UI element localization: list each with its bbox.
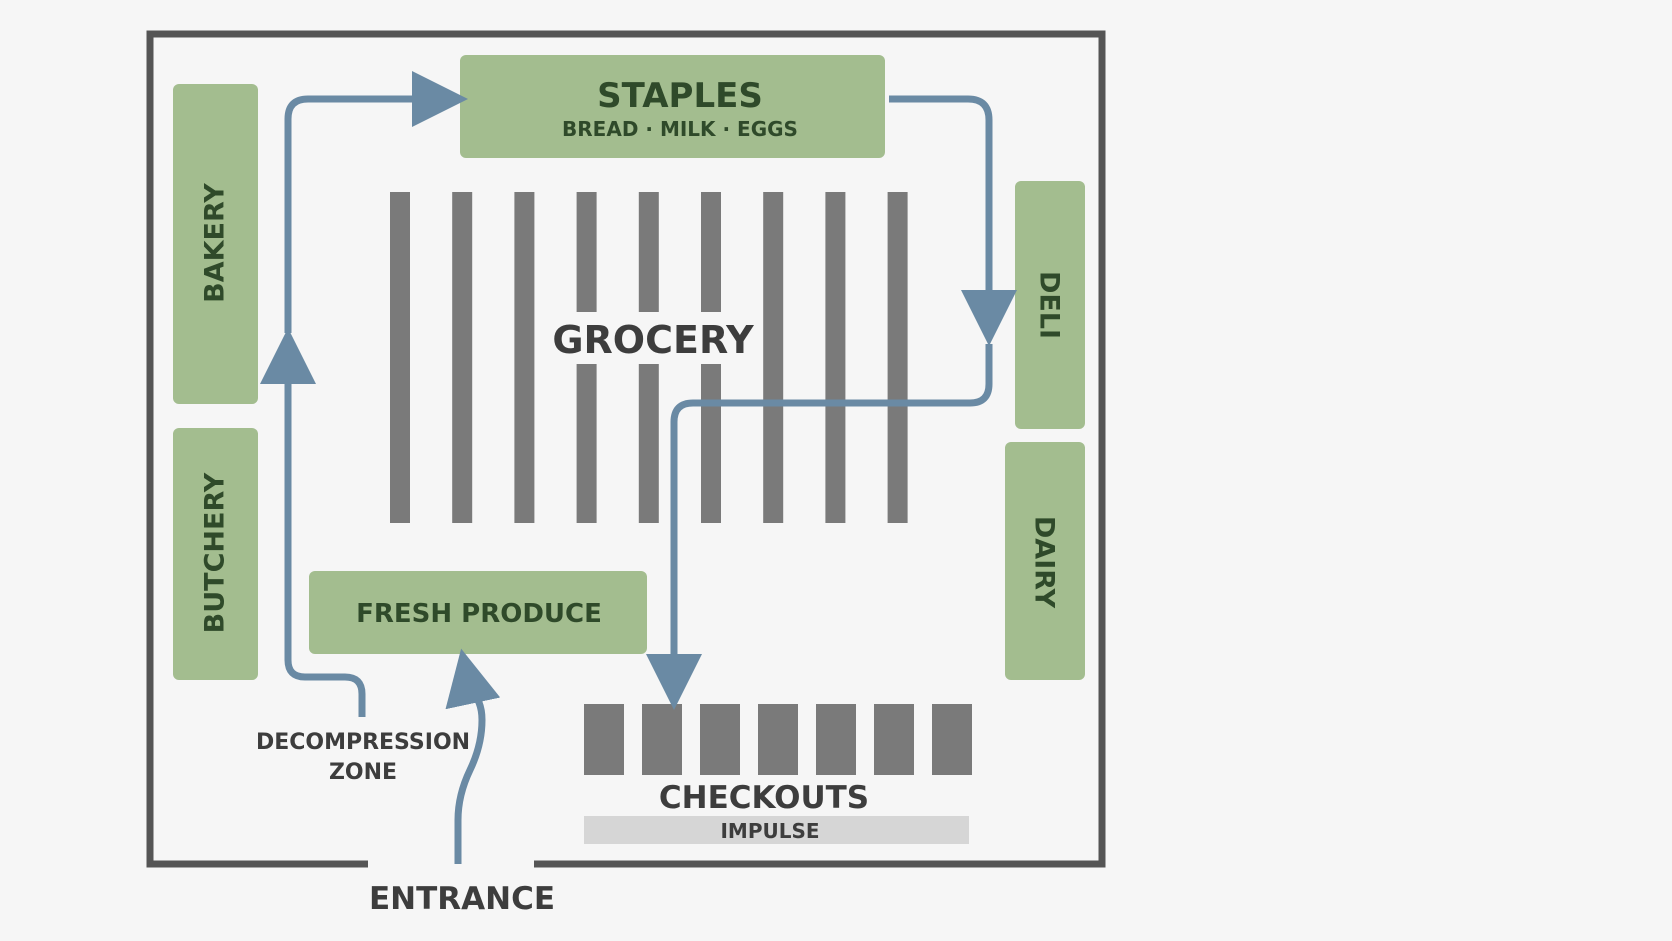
deli-title: DELI [1034, 271, 1065, 339]
flow-arrow-entrance-to-produce [445, 648, 501, 864]
customer-flow [260, 71, 1017, 864]
grocery-label-bg [548, 312, 758, 364]
staples-block [460, 55, 885, 158]
checkout-lane [700, 704, 740, 775]
grocery-aisle [887, 192, 908, 523]
grocery-aisle [763, 192, 784, 523]
checkout-lane [584, 704, 624, 775]
flow-arrow-decompression-to-bakery [260, 328, 366, 717]
store-walls [146, 30, 1106, 868]
checkout-lane [758, 704, 798, 775]
checkout-lanes [584, 704, 972, 775]
department-blocks [173, 55, 1085, 680]
bakery-block [173, 84, 258, 404]
staples-title: STAPLES [597, 76, 763, 116]
deli-block [1015, 181, 1085, 429]
flow-arrow-deli-to-checkouts [646, 344, 993, 710]
butchery-title: BUTCHERY [200, 472, 231, 633]
impulse-label: IMPULSE [720, 819, 819, 843]
decompression-label-line1: DECOMPRESSION [256, 730, 470, 755]
grocery-aisle [825, 192, 846, 523]
decompression-label-line2: ZONE [329, 760, 397, 785]
grocery-aisle [514, 192, 535, 523]
bakery-title: BAKERY [200, 183, 231, 303]
grocery-aisle [452, 192, 473, 523]
flow-arrow-staples-to-deli [889, 95, 1017, 346]
dairy-block [1005, 442, 1085, 680]
fresh-produce-block [309, 571, 647, 654]
impulse-strip [584, 816, 969, 844]
butchery-block [173, 428, 258, 680]
entrance-label: ENTRANCE [369, 881, 555, 917]
fresh-produce-title: FRESH PRODUCE [356, 599, 602, 629]
checkout-lane [642, 704, 682, 775]
checkout-lane [816, 704, 856, 775]
wall-main [146, 30, 1106, 868]
grocery-aisles [390, 192, 908, 523]
grocery-label: GROCERY [552, 318, 754, 362]
checkouts-label: CHECKOUTS [659, 780, 869, 816]
checkout-lane [874, 704, 914, 775]
checkout-lane [932, 704, 972, 775]
grocery-aisle [390, 192, 410, 523]
staples-subtitle: BREAD · MILK · EGGS [562, 117, 798, 141]
dairy-title: DAIRY [1029, 516, 1060, 609]
flow-arrow-bakery-to-staples [284, 71, 468, 333]
